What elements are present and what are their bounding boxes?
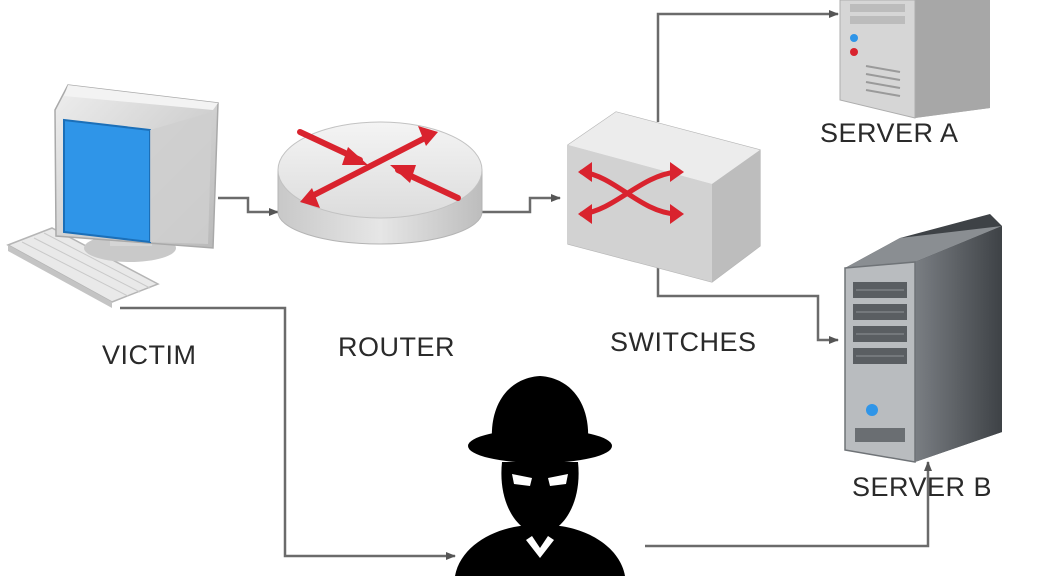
edge-victim-attacker bbox=[120, 306, 456, 560]
server-b-icon bbox=[844, 214, 1002, 463]
server-a-icon bbox=[839, 0, 990, 119]
edge-attacker-server-b bbox=[645, 461, 932, 548]
switches-label: SWITCHES bbox=[610, 327, 757, 357]
victim-computer-icon bbox=[6, 84, 219, 308]
switch-icon bbox=[567, 111, 761, 283]
edge-switches-server-b bbox=[656, 268, 839, 344]
attacker-face-details bbox=[512, 474, 568, 558]
server-b-label: SERVER B bbox=[852, 472, 993, 502]
edge-victim-router bbox=[218, 196, 279, 216]
edge-router-switches bbox=[482, 194, 561, 214]
edge-switches-server-a bbox=[656, 10, 839, 122]
attacker-silhouette-icon bbox=[455, 376, 625, 576]
server-a-label: SERVER A bbox=[820, 118, 959, 148]
router-icon bbox=[277, 121, 483, 245]
victim-label: VICTIM bbox=[102, 340, 197, 370]
connections bbox=[120, 10, 932, 560]
router-label: ROUTER bbox=[338, 332, 455, 362]
